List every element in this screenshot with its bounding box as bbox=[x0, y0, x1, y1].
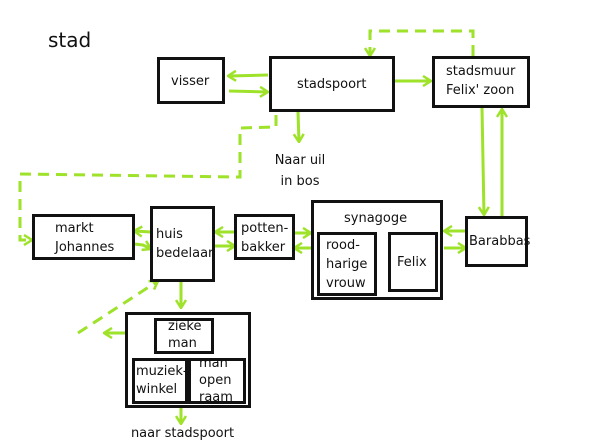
node-visser: visser bbox=[157, 57, 225, 104]
dashed-stadspoort-markt bbox=[18, 115, 278, 240]
node-label: synagoge bbox=[344, 211, 408, 226]
node-pottenbakker: potten- bakker bbox=[234, 214, 295, 260]
node-markt-johannes: markt Johannes bbox=[32, 214, 135, 260]
dashed-group-huis bbox=[77, 281, 158, 335]
arrow-markt-huis bbox=[133, 244, 151, 249]
node-label: huis bedelaar bbox=[156, 227, 214, 261]
node-felix: Felix bbox=[388, 232, 438, 292]
node-roodharige-vrouw: rood- harige vrouw bbox=[317, 232, 377, 296]
node-barabbas: Barabbas bbox=[465, 216, 531, 267]
node-man-open-raam: man open raam bbox=[188, 358, 246, 404]
node-label: rood- harige vrouw bbox=[326, 238, 368, 291]
node-label: Barabbas bbox=[469, 234, 531, 249]
node-huis-bedelaar: huis bedelaar bbox=[150, 206, 215, 282]
node-label: man open raam bbox=[199, 358, 233, 404]
node-label: stadspoort bbox=[297, 77, 367, 92]
node-label: visser bbox=[171, 74, 210, 89]
node-label: markt Johannes bbox=[55, 221, 115, 255]
arrow-stadspoort-naar-uil bbox=[298, 111, 299, 142]
label-naar-uil-in-bos: Naar uil in bos bbox=[274, 153, 326, 189]
node-zieke-man: zieke man bbox=[154, 318, 214, 354]
dashed-stadsmuur-stadspoort bbox=[370, 29, 475, 56]
node-stadspoort: stadspoort bbox=[269, 56, 395, 112]
node-synagoge: synagoge rood- harige vrouw Felix bbox=[311, 200, 443, 300]
node-stadsmuur: stadsmuur Felix' zoon bbox=[432, 56, 530, 108]
node-group-zieke-man: zieke man muziek- winkel man open raam bbox=[125, 312, 251, 408]
arrow-stadsmuur-barabbas bbox=[482, 107, 484, 215]
node-label: Felix bbox=[397, 255, 427, 270]
arrow-huis-markt bbox=[134, 231, 152, 232]
node-label: potten- bakker bbox=[241, 221, 289, 255]
node-label: zieke man bbox=[168, 319, 202, 351]
label-naar-stadspoort: naar stadspoort bbox=[130, 426, 235, 441]
arrow-visser-stadspoort bbox=[228, 91, 268, 92]
node-label: muziek- winkel bbox=[136, 364, 188, 397]
node-muziekwinkel: muziek- winkel bbox=[132, 358, 188, 404]
arrow-stadspoort-visser bbox=[228, 75, 269, 76]
diagram-title: stad bbox=[48, 28, 92, 52]
node-label: stadsmuur Felix' zoon bbox=[446, 64, 516, 98]
